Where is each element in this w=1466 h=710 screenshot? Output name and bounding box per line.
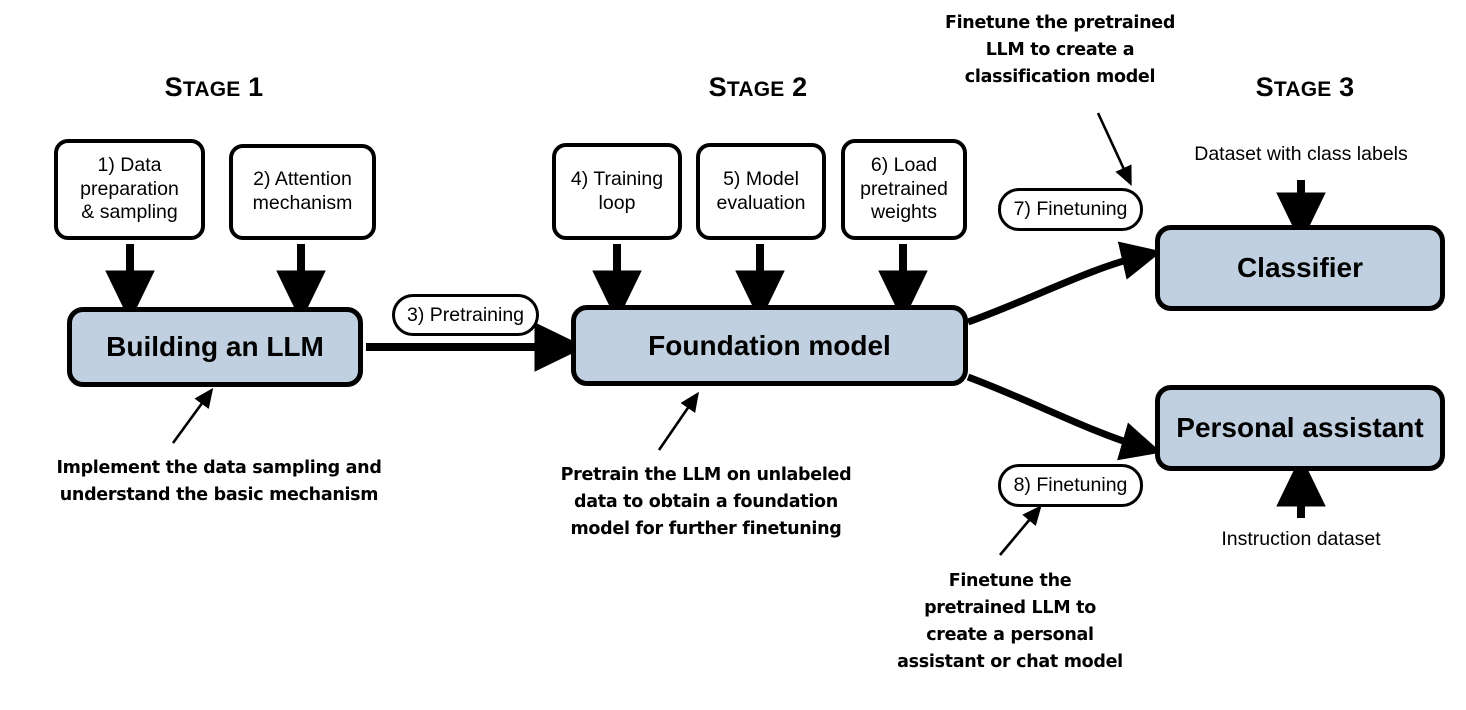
step-box-5-label: 5) Model evaluation [716,167,806,214]
finetuning-pill-7[interactable]: 7) Finetuning [998,188,1143,231]
stage-3-heading: STAGE 3 [1256,72,1355,103]
personal-assistant-box[interactable]: Personal assistant [1155,385,1445,471]
pretraining-pill[interactable]: 3) Pretraining [392,294,539,336]
building-an-llm-label: Building an LLM [106,331,324,362]
instruction-dataset-label: Instruction dataset [1221,528,1381,550]
stage-1-heading-number: 1 [240,72,264,102]
annotation-arrow-classification [1096,112,1132,187]
step-box-1-label: 1) Data preparation & sampling [80,153,179,224]
finetuning-pill-8[interactable]: 8) Finetuning [998,464,1143,507]
step-box-2-label: 2) Attention mechanism [252,168,353,214]
classifier-box[interactable]: Classifier [1155,225,1445,311]
foundation-model-label: Foundation model [648,329,891,361]
stage-1-heading-tage: TAGE [182,78,241,101]
annotation-arrow-stage1 [171,387,214,444]
finetuning-pill-8-label: 8) Finetuning [1013,474,1128,496]
stage-1-heading-s: S [164,72,183,102]
finetuning-pill-7-label: 7) Finetuning [1013,198,1128,220]
classification-annotation-caption: Finetune the pretrained LLM to create a … [944,13,1176,88]
annotation-arrow-assistant [999,505,1042,556]
stage-3-heading-tage: TAGE [1273,78,1332,101]
stage-1-caption: Implement the data sampling and understa… [56,458,382,506]
step-box-2-attention-mechanism[interactable]: 2) Attention mechanism [229,144,376,240]
curve-foundation-to-assistant [966,373,1162,461]
personal-assistant-label: Personal assistant [1176,412,1424,443]
annotation-arrow-stage2 [657,391,700,451]
stage-2-caption: Pretrain the LLM on unlabeled data to ob… [560,465,852,540]
step-box-4-label: 4) Training loop [570,167,664,214]
pretraining-pill-label: 3) Pretraining [406,303,525,326]
stage-2-heading: STAGE 2 [709,72,808,103]
step-box-4-training-loop[interactable]: 4) Training loop [552,143,682,240]
classifier-label: Classifier [1236,252,1364,283]
step-box-6-load-pretrained-weights[interactable]: 6) Load pretrained weights [841,139,967,240]
stage-1-heading: STAGE 1 [165,72,264,103]
assistant-annotation-caption: Finetune the pretrained LLM to create a … [897,571,1123,673]
step-box-5-model-evaluation[interactable]: 5) Model evaluation [696,143,826,240]
step-box-1-data-preparation[interactable]: 1) Data preparation & sampling [54,139,205,240]
stage-2-heading-s: S [708,72,727,102]
stage-3-heading-s: S [1255,72,1274,102]
step-box-6-label: 6) Load pretrained weights [860,153,948,224]
stage-2-heading-number: 2 [784,72,808,102]
dataset-with-class-labels-label: Dataset with class labels [1194,143,1408,165]
stage-2-heading-tage: TAGE [726,78,785,101]
curve-foundation-to-classifier [966,241,1162,326]
foundation-model-box[interactable]: Foundation model [571,305,968,386]
stage-3-heading-number: 3 [1331,72,1355,102]
building-an-llm-box[interactable]: Building an LLM [67,307,363,387]
